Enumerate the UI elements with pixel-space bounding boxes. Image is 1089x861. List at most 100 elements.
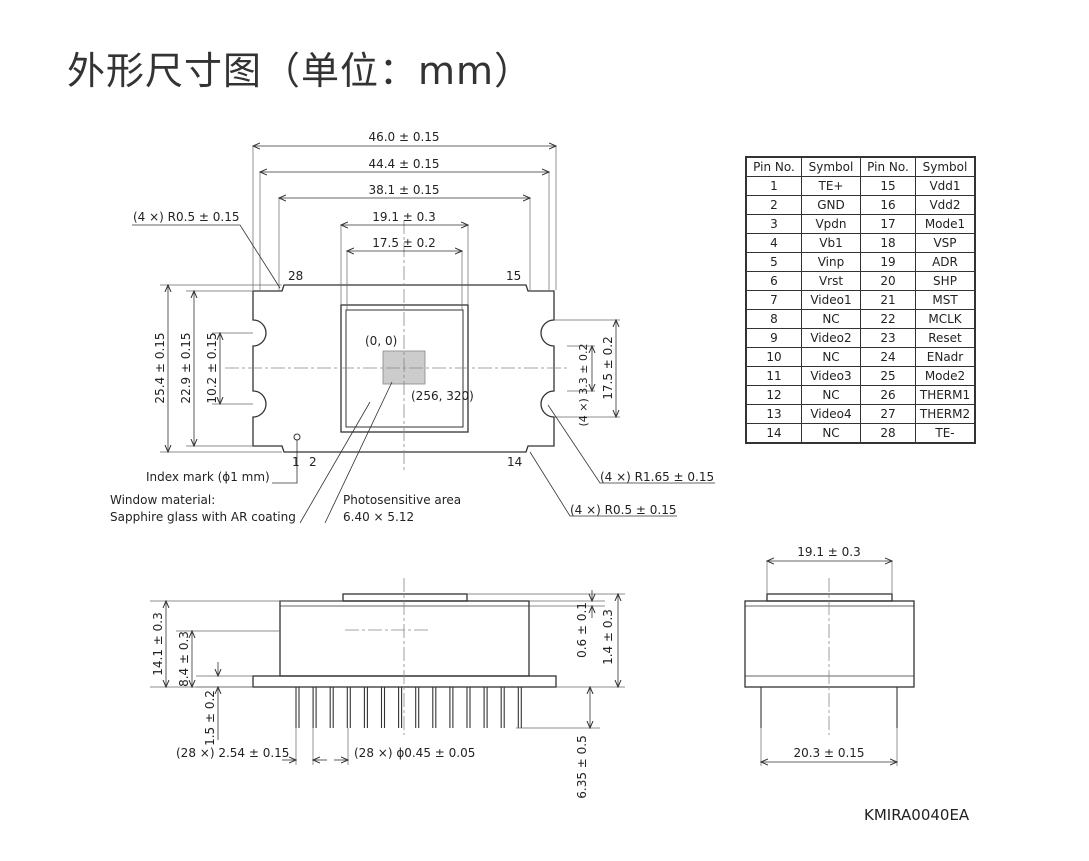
top-view	[252, 284, 555, 453]
photosensitive-label: Photosensitive area	[343, 493, 461, 507]
pin-symbol-cell: NC	[801, 347, 861, 367]
pin-number-cell: 22	[860, 309, 916, 329]
pin-label-14: 14	[507, 455, 522, 469]
pin-symbol-cell: MST	[915, 290, 976, 310]
pin-symbol-cell: Video1	[801, 290, 861, 310]
index-mark	[293, 433, 301, 441]
pin-number-cell: 17	[860, 214, 916, 234]
side-view	[744, 593, 915, 728]
index-mark-label: Index mark (ϕ1 mm)	[146, 470, 270, 484]
pin-label-1: 1	[292, 455, 300, 469]
dim-lead-diameter: (28 ×) ϕ0.45 ± 0.05	[354, 746, 475, 760]
photosensitive-value: 6.40 × 5.12	[343, 510, 414, 524]
pin-number-cell: 25	[860, 366, 916, 386]
side-dim-window-width: 19.1 ± 0.3	[797, 545, 861, 559]
pin-label-28: 28	[288, 269, 303, 283]
package-outline	[252, 284, 555, 453]
dim-notch-pitch: (4 ×) 3.3 ± 0.2	[577, 344, 590, 427]
pin-symbol-cell: NC	[801, 309, 861, 329]
pin-number-cell: 10	[745, 347, 802, 367]
pin-number-cell: 14	[745, 423, 802, 444]
pin-number-cell: 3	[745, 214, 802, 234]
pin-symbol-cell: ADR	[915, 252, 976, 272]
pin-label-2: 2	[309, 455, 317, 469]
pin-number-cell: 24	[860, 347, 916, 367]
pin-symbol-cell: ENadr	[915, 347, 976, 367]
front-view	[252, 593, 557, 688]
pin-number-cell: 19	[860, 252, 916, 272]
lead-group	[295, 687, 522, 728]
pin-number-cell: 1	[745, 176, 802, 196]
pin-symbol-cell: NC	[801, 385, 861, 405]
front-window-cap	[342, 593, 468, 602]
pin-symbol-cell: Reset	[915, 328, 976, 348]
pin-symbol-cell: Video2	[801, 328, 861, 348]
pin-number-cell: 23	[860, 328, 916, 348]
pin-number-cell: 21	[860, 290, 916, 310]
side-body	[744, 600, 915, 688]
end-label: (256, 320)	[411, 389, 474, 403]
dim-window-width: 19.1 ± 0.3	[372, 210, 436, 224]
pin-symbol-cell: Vpdn	[801, 214, 861, 234]
pin-symbol-cell: Vb1	[801, 233, 861, 253]
pin-number-cell: 12	[745, 385, 802, 405]
dim-total-height: 14.1 ± 0.3	[151, 612, 165, 676]
pin-symbol-cell: TE+	[801, 176, 861, 196]
pin-symbol-cell: Vdd2	[915, 195, 976, 215]
pin-number-cell: 28	[860, 423, 916, 444]
page-title: 外形尺寸图（单位：mm）	[67, 49, 534, 93]
pin-symbol-cell: VSP	[915, 233, 976, 253]
pin-number-cell: 26	[860, 385, 916, 405]
pin-number-cell: 4	[745, 233, 802, 253]
dim-lead-length: 6.35 ± 0.5	[575, 735, 589, 799]
pin-symbol-cell: MCLK	[915, 309, 976, 329]
dim-body-height: 22.9 ± 0.15	[179, 332, 193, 403]
pin-number-cell: 11	[745, 366, 802, 386]
dim-sensor-height: 17.5 ± 0.2	[601, 336, 615, 400]
pin-symbol-cell: Mode1	[915, 214, 976, 234]
pin-label-15: 15	[506, 269, 521, 283]
pin-symbol-cell: SHP	[915, 271, 976, 291]
header-symbol: Symbol	[801, 156, 861, 177]
pin-symbol-cell: THERM2	[915, 404, 976, 424]
dim-outer-width: 46.0 ± 0.15	[368, 130, 439, 144]
pin-number-cell: 13	[745, 404, 802, 424]
header-symbol: Symbol	[915, 156, 976, 177]
pin-symbol-cell: Mode2	[915, 366, 976, 386]
dim-notch-radius: (4 ×) R1.65 ± 0.15	[600, 470, 714, 484]
header-pin-no: Pin No.	[745, 156, 802, 177]
pin-symbol-cell: TE-	[915, 423, 976, 444]
pin-symbol-cell: GND	[801, 195, 861, 215]
pin-number-cell: 9	[745, 328, 802, 348]
dim-body-to-base: 8.4 ± 0.3	[177, 631, 191, 687]
window-material-label: Window material:	[110, 493, 215, 507]
dim-pitch: (28 ×) 2.54 ± 0.15	[176, 746, 289, 760]
pin-table-header-row: Pin No. Symbol Pin No. Symbol	[745, 156, 976, 177]
origin-label: (0, 0)	[365, 334, 397, 348]
pin-symbol-cell: Vdd1	[915, 176, 976, 196]
pin-number-cell: 15	[860, 176, 916, 196]
pin-symbol-cell: Vinp	[801, 252, 861, 272]
pin-symbol-cell: THERM1	[915, 385, 976, 405]
side-window-cap	[766, 593, 893, 602]
dim-notch-height: 10.2 ± 0.15	[205, 332, 219, 403]
pin-number-cell: 20	[860, 271, 916, 291]
pin-number-cell: 5	[745, 252, 802, 272]
side-dim-row-spacing: 20.3 ± 0.15	[793, 746, 864, 760]
dim-corner-radius-tl: (4 ×) R0.5 ± 0.15	[133, 210, 240, 224]
pin-number-cell: 18	[860, 233, 916, 253]
dim-window-height: 1.4 ± 0.3	[601, 609, 615, 665]
drawing-code: KMIRA0040EA	[864, 806, 970, 824]
